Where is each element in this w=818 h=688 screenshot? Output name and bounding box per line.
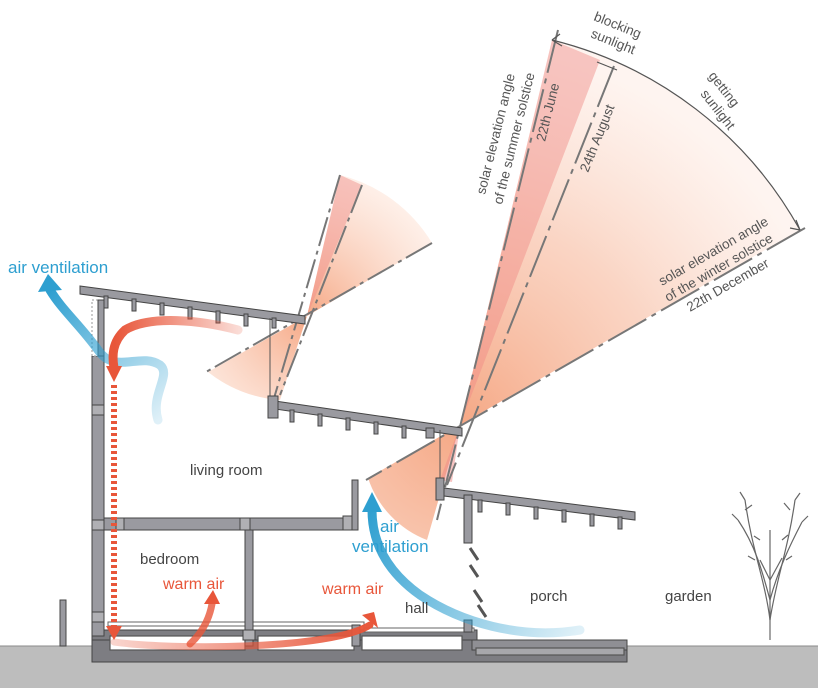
summer-solstice-line [436, 29, 559, 521]
small-august-line [279, 184, 363, 396]
label-air-ventilation-top: air ventilation [8, 258, 108, 277]
upper-floor [103, 479, 359, 531]
porch-roof [435, 477, 636, 530]
label-porch: porch [530, 588, 568, 605]
tail-sector-large [368, 425, 460, 540]
middle-roof [267, 395, 463, 439]
label-warm-air-right: warm air [321, 581, 384, 598]
left-wall [91, 299, 105, 637]
fence-post [59, 599, 67, 647]
label-air-ventilation-mid-1: air [380, 517, 399, 536]
summer-sunlight-band [460, 40, 600, 425]
label-garden: garden [665, 588, 712, 605]
upper-roof [79, 285, 306, 329]
small-summer-band [307, 175, 362, 316]
ground-floor-line [107, 621, 365, 627]
label-warm-air-left: warm air [162, 576, 225, 593]
warm-air-top-arrow [106, 316, 243, 382]
angle-arc [551, 33, 801, 231]
hall-floor-line [363, 627, 475, 633]
ventilation-mid-arrow [362, 492, 585, 638]
sunlight-sector-large [460, 40, 800, 425]
sunlight-sector-small [307, 175, 432, 316]
tree-icon [731, 491, 809, 640]
sun-angle-lines [205, 29, 806, 521]
small-summer-line [271, 174, 341, 406]
warm-air-dotted-head [106, 626, 122, 640]
large-sun-fan [368, 40, 800, 540]
label-living-room: living room [190, 462, 263, 479]
ventilation-top-arrow [38, 274, 169, 425]
hall-column [463, 494, 488, 633]
warm-air-bottom-arrow [110, 590, 378, 651]
winter-solstice-line [365, 227, 806, 481]
label-hall: hall [405, 600, 428, 617]
label-air-ventilation-mid-2: ventilation [352, 537, 429, 556]
small-sun-fan [208, 175, 432, 400]
tail-summer-band [440, 425, 460, 482]
tail-sector-small [208, 316, 307, 400]
august-line [446, 65, 615, 486]
label-bedroom: bedroom [140, 551, 199, 568]
